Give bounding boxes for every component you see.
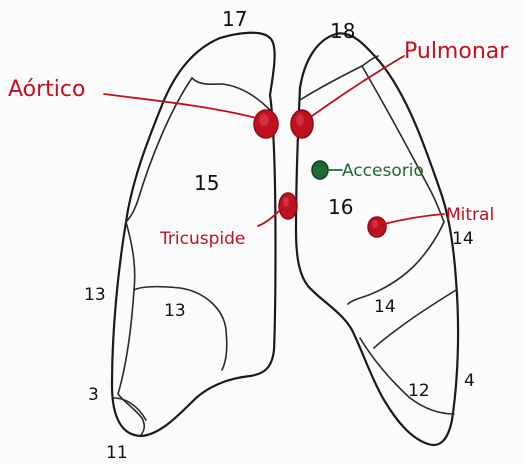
pulmonary-valve-marker (291, 110, 313, 138)
region-number-left-lower-inner: 12 (408, 381, 430, 401)
region-number-left-lingula-edge: 14 (452, 229, 474, 249)
mitral-label: Mitral (446, 205, 494, 225)
pulmonary-label: Pulmonar (404, 39, 509, 64)
tricuspid-label: Tricuspide (159, 229, 245, 249)
left-lung-outline (296, 33, 458, 445)
pulmonary-leader-line (312, 56, 404, 116)
region-number-left-lower-edge: 4 (464, 371, 475, 391)
right-lung-apex-line (192, 78, 270, 110)
left-lung-apex-line (300, 56, 378, 100)
aortic-valve-marker (254, 110, 278, 138)
left-lung-oblique-fissure (362, 66, 444, 222)
right-lung-middle-lobe-line (118, 290, 144, 436)
accessory-point-marker (312, 161, 328, 179)
region-number-right-middle-inner: 13 (164, 301, 186, 321)
left-lung-lingula-line (348, 222, 444, 304)
region-number-right-lower-edge: 3 (88, 385, 99, 405)
mitral-leader-line (384, 214, 444, 224)
region-number-right-middle-edge: 13 (84, 285, 106, 305)
right-lung-fissure-upper (126, 78, 192, 222)
region-number-right-upper-lung: 15 (194, 171, 219, 195)
region-number-right-base: 11 (106, 443, 128, 463)
region-number-top-left: 17 (222, 7, 247, 31)
tricuspid-leader-line (258, 208, 282, 226)
left-lung-base-line (360, 338, 454, 414)
accessory-label: Accesorio (342, 161, 424, 181)
mitral-valve-marker (368, 217, 386, 237)
region-number-left-upper-lung: 16 (328, 195, 353, 219)
aortic-label: Aórtico (8, 77, 85, 102)
tricuspid-valve-marker (279, 193, 297, 219)
region-number-top-right: 18 (330, 19, 355, 43)
region-number-left-lingula-inner: 14 (374, 297, 396, 317)
